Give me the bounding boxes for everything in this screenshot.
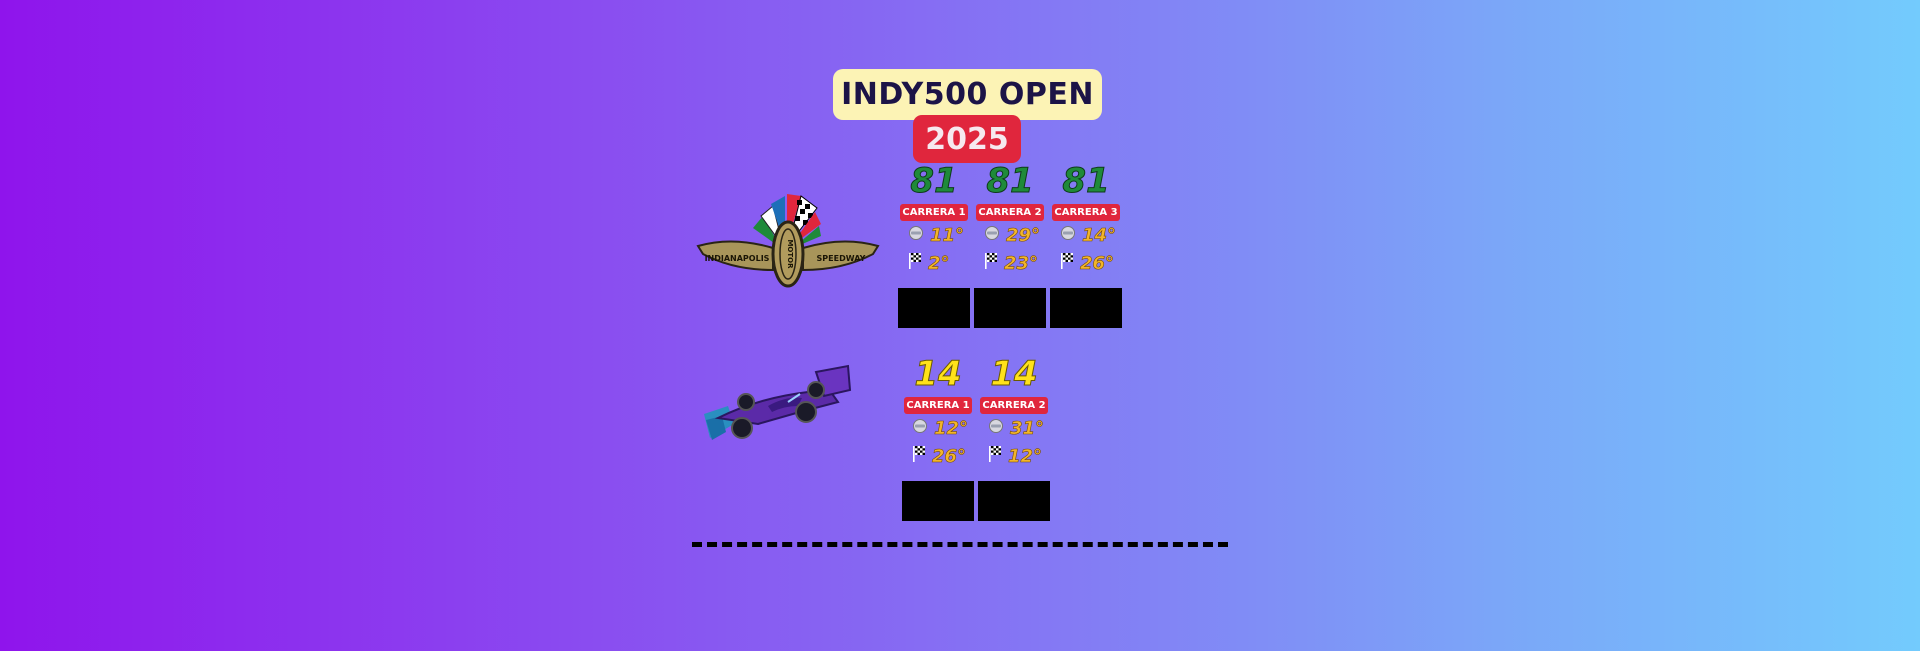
race-badge: CARRERA 1 (904, 397, 972, 414)
qualifying-row: 31° (988, 417, 1048, 439)
year-badge: 2025 (913, 115, 1021, 163)
qualifying-position: 12° (934, 417, 969, 439)
car-number: 81 (1062, 161, 1110, 201)
finish-position: 12° (1008, 445, 1043, 467)
page-title: INDY500 OPEN (833, 69, 1102, 120)
finish-row: 12° (988, 445, 1048, 467)
helmet-icon (984, 225, 1000, 245)
qualifying-row: 14° (1060, 224, 1120, 246)
car-number: 81 (986, 161, 1034, 201)
indycar-icon (704, 364, 852, 440)
logo-text-right: SPEEDWAY (817, 254, 866, 263)
dashed-divider (692, 542, 1228, 547)
car-number: 81 (910, 161, 958, 201)
car-number: 14 (914, 354, 962, 394)
black-box (1050, 288, 1122, 328)
race-badge: CARRERA 1 (900, 204, 968, 221)
checkered-flag-icon (988, 445, 1002, 467)
logo-text-left: INDIANAPOLIS (705, 254, 770, 263)
logo-text-center: MOTOR (786, 239, 794, 269)
race-badge: CARRERA 2 (976, 204, 1044, 221)
qualifying-row: 11° (908, 224, 968, 246)
car-number: 14 (990, 354, 1038, 394)
finish-position: 26° (932, 445, 967, 467)
black-box (978, 481, 1050, 521)
finish-row: 26° (912, 445, 972, 467)
finish-position: 2° (928, 252, 950, 274)
qualifying-row: 29° (984, 224, 1044, 246)
checkered-flag-icon (1060, 252, 1074, 274)
indianapolis-motor-speedway-logo: INDIANAPOLIS SPEEDWAY MOTOR (696, 194, 880, 288)
qualifying-row: 12° (912, 417, 972, 439)
race-badge: CARRERA 2 (980, 397, 1048, 414)
finish-row: 2° (908, 252, 968, 274)
qualifying-position: 29° (1006, 224, 1041, 246)
qualifying-position: 11° (930, 224, 965, 246)
finish-position: 26° (1080, 252, 1115, 274)
helmet-icon (988, 418, 1004, 438)
checkered-flag-icon (912, 445, 926, 467)
helmet-icon (908, 225, 924, 245)
helmet-icon (1060, 225, 1076, 245)
finish-position: 23° (1004, 252, 1039, 274)
checkered-flag-icon (908, 252, 922, 274)
black-box (902, 481, 974, 521)
qualifying-position: 14° (1082, 224, 1117, 246)
black-box (974, 288, 1046, 328)
finish-row: 26° (1060, 252, 1120, 274)
finish-row: 23° (984, 252, 1044, 274)
black-box (898, 288, 970, 328)
qualifying-position: 31° (1010, 417, 1045, 439)
race-badge: CARRERA 3 (1052, 204, 1120, 221)
helmet-icon (912, 418, 928, 438)
checkered-flag-icon (984, 252, 998, 274)
